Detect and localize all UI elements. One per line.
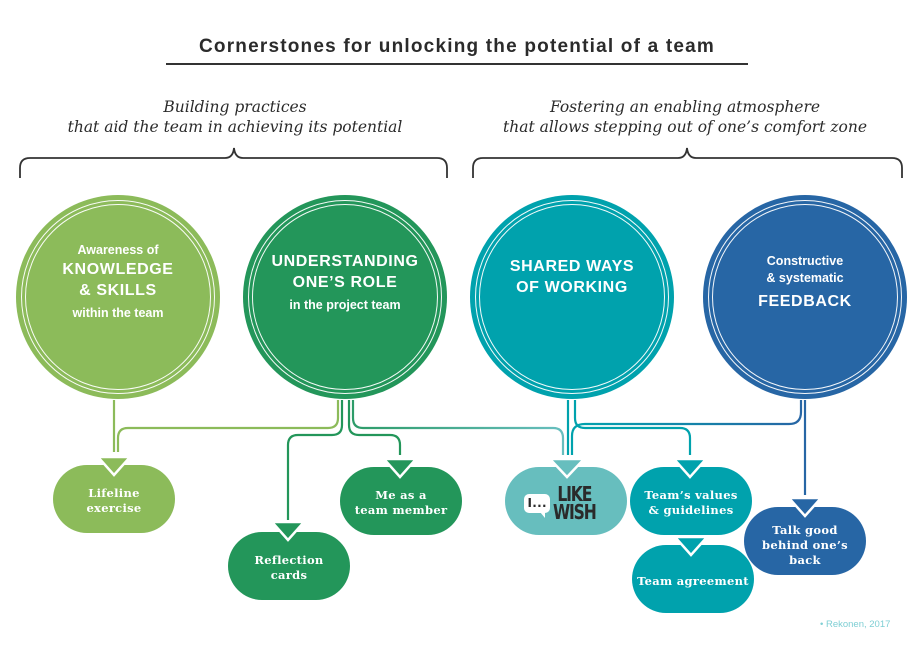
cornerstone-heading: & SKILLS xyxy=(79,282,157,299)
logo-word: WISH xyxy=(553,500,597,524)
group-label-line: Fostering an enabling atmosphere xyxy=(549,98,821,116)
logo-word: LIKE xyxy=(557,482,593,506)
arrowhead-member xyxy=(381,457,419,479)
cornerstone-knowledge-skills: Awareness of KNOWLEDGE & SKILLS within t… xyxy=(16,195,220,399)
line-feedback-likewish xyxy=(570,400,803,455)
arrowhead-agreement xyxy=(672,535,710,557)
practice-text: Team’s values xyxy=(644,488,738,502)
diagram-title: Cornerstones for unlocking the potential… xyxy=(198,36,716,57)
arrowhead-values xyxy=(671,457,709,479)
arrowhead-lifeline xyxy=(95,455,133,477)
cornerstone-heading: KNOWLEDGE xyxy=(62,261,174,278)
arrowhead-reflection xyxy=(269,520,307,542)
line-role-reflection xyxy=(286,400,344,520)
speech-bubble-icon: I... xyxy=(524,493,551,518)
cornerstone-text: within the team xyxy=(72,306,164,320)
group-label-line: that aid the team in achieving its poten… xyxy=(67,118,403,136)
practice-i-like-wish: I... LIKE WISH xyxy=(505,467,627,535)
bracket-right xyxy=(472,147,903,178)
cornerstone-shared-ways: SHARED WAYS OF WORKING xyxy=(470,195,674,399)
group-label-line: Building practices xyxy=(163,98,307,116)
group-label-building-practices: Building practices that aid the team in … xyxy=(20,97,450,137)
title-underline xyxy=(166,63,748,65)
line-role-member xyxy=(347,400,402,455)
practice-text: cards xyxy=(270,568,308,582)
cornerstone-understanding-role: UNDERSTANDING ONE’S ROLE in the project … xyxy=(243,195,447,399)
cornerstone-heading: SHARED WAYS xyxy=(509,258,635,275)
line-role-lifeline xyxy=(116,400,340,452)
cornerstone-heading: OF WORKING xyxy=(516,279,628,296)
line-role-likewish xyxy=(351,400,565,455)
cornerstone-text: Awareness of xyxy=(77,243,159,257)
practice-text: & guidelines xyxy=(648,503,734,517)
practice-text: Talk good xyxy=(772,522,838,537)
practice-text: exercise xyxy=(86,501,142,515)
practice-text: behind one’s xyxy=(762,537,848,552)
practice-text: Reflection xyxy=(254,553,324,567)
cornerstone-heading: UNDERSTANDING xyxy=(271,252,419,270)
group-label-line: that allows stepping out of one’s comfor… xyxy=(503,118,867,136)
arrowhead-talkgood xyxy=(786,496,824,518)
practice-team-agreement: Team agreement xyxy=(632,545,754,613)
practice-text: team member xyxy=(354,503,448,517)
cornerstone-feedback: Constructive & systematic FEEDBACK xyxy=(703,195,907,399)
practice-text: Lifeline xyxy=(88,486,140,500)
practice-team-values: Team’s values& guidelines xyxy=(630,467,752,535)
cornerstone-text: Constructive xyxy=(766,253,844,268)
group-label-enabling-atmosphere: Fostering an enabling atmosphere that al… xyxy=(465,97,905,137)
bracket-left xyxy=(19,147,448,178)
arrowhead-likewish xyxy=(547,457,587,479)
practice-text: Team agreement xyxy=(637,573,749,588)
cornerstone-heading: ONE’S ROLE xyxy=(292,273,398,291)
source-credit: • Rekonen, 2017 xyxy=(820,619,891,630)
cornerstone-text: in the project team xyxy=(289,297,401,312)
cornerstone-heading: FEEDBACK xyxy=(758,292,852,310)
i-like-wish-logo: I... LIKE WISH xyxy=(524,481,608,524)
line-shared-values xyxy=(573,400,692,455)
practice-text: Me as a xyxy=(375,488,427,502)
cornerstone-text: & systematic xyxy=(766,270,844,285)
practice-text: back xyxy=(789,552,821,567)
